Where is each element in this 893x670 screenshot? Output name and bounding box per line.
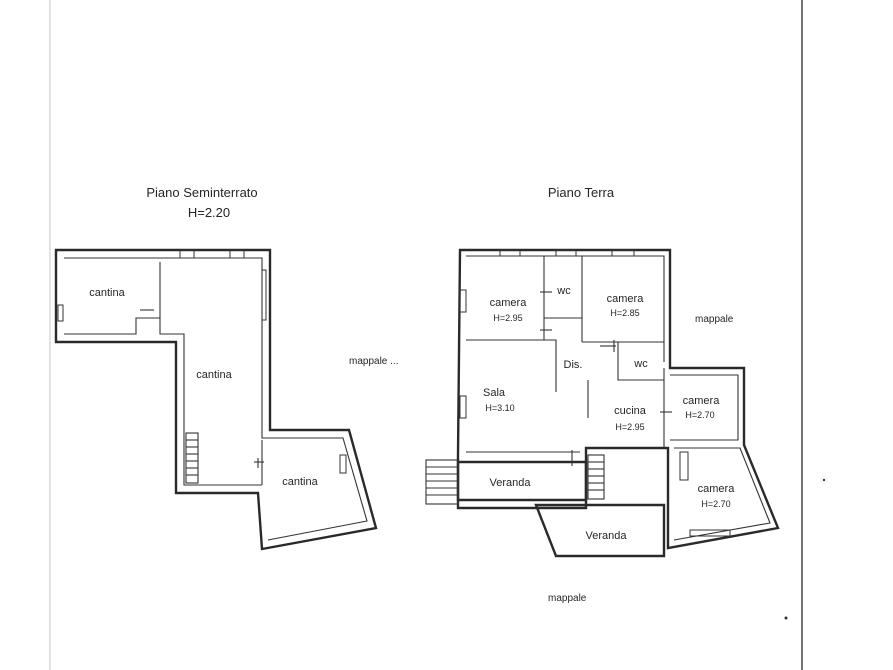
room-label: cantina — [282, 476, 318, 488]
terra-outline — [456, 248, 780, 550]
room-label: cantina — [89, 287, 125, 299]
seminterrato-stairs — [185, 432, 199, 484]
room-label: cantina — [196, 369, 232, 381]
terra-window — [555, 249, 577, 257]
scan-speck — [784, 616, 788, 620]
seminterrato-partition-2 — [159, 318, 262, 486]
room-height-label: H=2.70 — [701, 499, 730, 509]
room-height-label: H=2.70 — [685, 410, 714, 420]
terra-plan: Piano Terra — [425, 185, 780, 604]
terra-window — [459, 289, 467, 313]
room-height-label: H=2.95 — [493, 313, 522, 323]
terra-window — [689, 529, 731, 537]
veranda-2-outline — [534, 503, 666, 558]
room-label: Dis. — [564, 359, 583, 371]
seminterrato-outline — [54, 248, 378, 551]
wall-sala-dis — [544, 339, 557, 392]
terra-window — [611, 249, 635, 257]
room-label: cucina — [614, 405, 647, 417]
camera4-outline — [673, 447, 771, 541]
wall-wc2 — [617, 342, 664, 381]
seminterrato-window — [339, 454, 347, 474]
room-height-label: H=2.85 — [610, 308, 639, 318]
room-height-label: H=3.10 — [485, 403, 514, 413]
terra-title: Piano Terra — [548, 185, 615, 200]
room-label: Sala — [483, 387, 506, 399]
camera3-outline — [670, 374, 739, 441]
terra-window — [679, 451, 689, 481]
terra-external-stairs — [425, 459, 459, 505]
seminterrato-window — [179, 249, 195, 259]
scan-speck — [822, 478, 826, 482]
seminterrato-partition-1 — [64, 262, 161, 335]
neighbor-parcel-label: mappale — [695, 314, 734, 325]
terra-window — [499, 249, 521, 257]
seminterrato-window — [229, 249, 245, 259]
terra-window — [459, 395, 467, 419]
neighbor-parcel-label: mappale — [548, 593, 587, 604]
seminterrato-window — [57, 304, 64, 322]
room-label: camera — [490, 297, 528, 309]
seminterrato-title: Piano Seminterrato — [146, 185, 257, 200]
terra-inner-outline — [466, 255, 665, 362]
terra-internal-stairs — [587, 454, 605, 500]
seminterrato-height: H=2.20 — [188, 205, 230, 220]
room-label: wc — [556, 285, 571, 297]
room-label: camera — [698, 483, 736, 495]
seminterrato-window — [261, 269, 267, 321]
seminterrato-plan: Piano Seminterrato H=2.20 cantina cantin… — [54, 185, 398, 551]
seminterrato-inner-outline — [64, 257, 368, 541]
room-label: camera — [683, 395, 721, 407]
neighbor-parcel-label: mappale ... — [349, 356, 398, 367]
room-label: camera — [607, 293, 645, 305]
room-label: Veranda — [586, 530, 628, 542]
room-label: wc — [633, 358, 648, 370]
room-label: Veranda — [490, 477, 532, 489]
room-height-label: H=2.95 — [615, 422, 644, 432]
